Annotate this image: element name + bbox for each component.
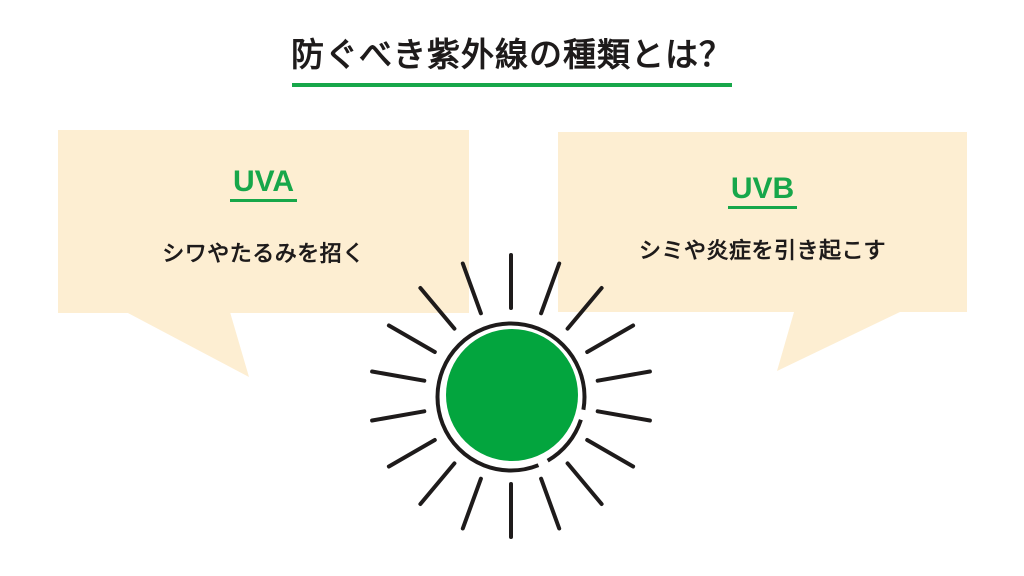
uva-speech-bubble: UVA シワやたるみを招く <box>58 130 469 313</box>
sun-ray <box>585 438 636 469</box>
sun-ray <box>460 476 483 531</box>
sun-rays <box>370 253 652 539</box>
sun-outline-ring <box>435 321 587 473</box>
sun-ray <box>565 286 604 331</box>
sun-ray <box>386 438 437 469</box>
sun-ray <box>370 369 427 383</box>
sun-ray <box>585 323 636 354</box>
sun-ray <box>539 476 562 531</box>
uvb-bubble-tail <box>777 312 900 371</box>
uvb-heading: UVB <box>727 174 798 209</box>
sun-ray <box>460 261 483 316</box>
page-title: 防ぐべき紫外線の種類とは？ <box>291 36 733 73</box>
sun-ray <box>418 461 457 506</box>
sun-ray <box>595 369 652 383</box>
uvb-description: シミや炎症を引き起こす <box>638 238 887 263</box>
uva-heading: UVA <box>229 167 298 202</box>
uvb-speech-bubble: UVB シミや炎症を引き起こす <box>558 132 967 312</box>
sun-ray <box>595 409 652 423</box>
title-underline <box>292 83 732 87</box>
uva-bubble-tail <box>126 312 249 377</box>
sun-disc <box>446 329 578 461</box>
sun-icon <box>370 253 652 539</box>
uva-description: シワやたるみを招く <box>162 241 365 266</box>
sun-ray <box>386 323 437 354</box>
sun-ray <box>565 461 604 506</box>
sun-ray <box>370 409 427 423</box>
sun-ray <box>418 286 457 331</box>
sun-ray <box>539 261 562 316</box>
